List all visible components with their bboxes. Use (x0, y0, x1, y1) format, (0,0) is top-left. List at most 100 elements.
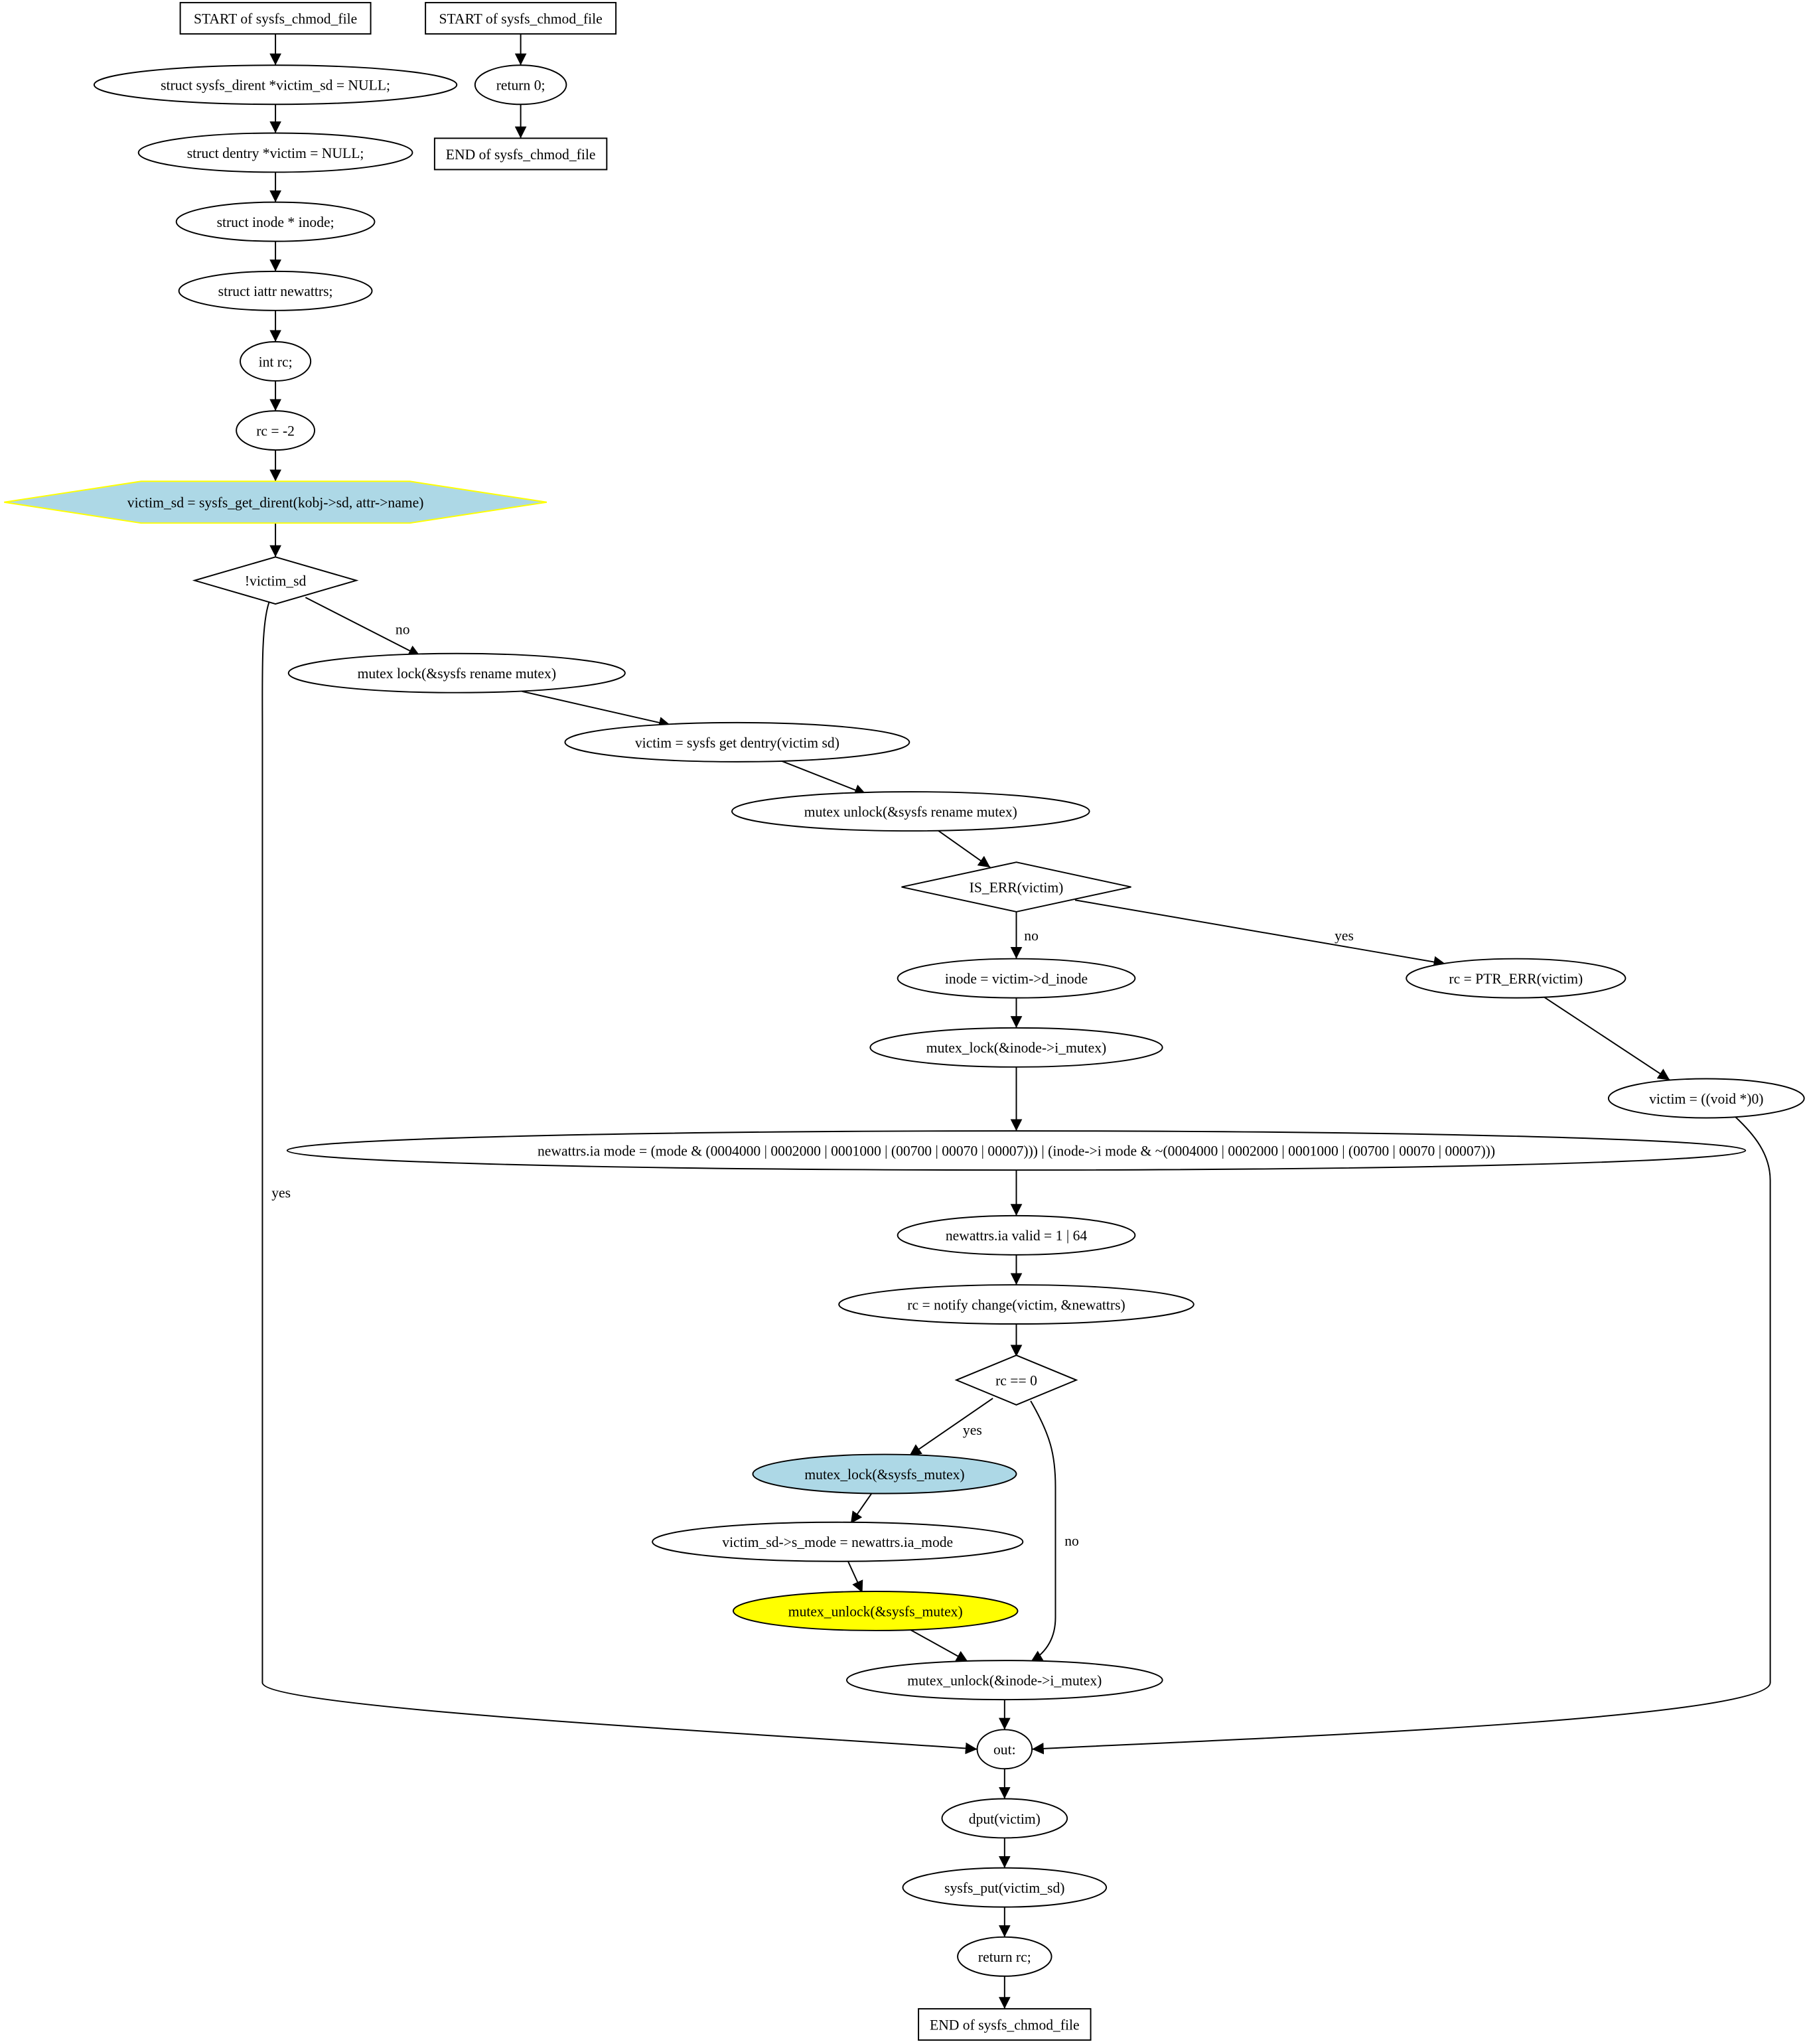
edge-arrow (1074, 899, 1446, 968)
node-n1[interactable]: struct sysfs_dirent *victim_sd = NULL; (93, 64, 458, 106)
node-n16[interactable]: newattrs.ia valid = 1 | 64 (897, 1214, 1136, 1256)
node-end2[interactable]: END of sysfs_chmod_file (433, 137, 608, 171)
ellipse-shape (1406, 958, 1626, 999)
node-n13[interactable]: mutex_lock(&inode->i_mutex) (869, 1027, 1163, 1068)
node-d2[interactable]: IS_ERR(victim) (901, 861, 1131, 913)
node-n6[interactable]: rc = -2 (236, 410, 316, 451)
edge-arrow (261, 602, 977, 1755)
ellipse-shape (93, 64, 458, 106)
node-n24[interactable]: sysfs_put(victim_sd) (902, 1867, 1108, 1908)
ellipse-shape (178, 270, 373, 311)
ellipse-shape (869, 1027, 1163, 1068)
node-label: IS_ERR(victim) (970, 879, 1064, 895)
edge-label-no: no (396, 621, 410, 637)
edge-label-yes: yes (271, 1185, 291, 1201)
node-label: newattrs.ia mode = (mode & (0004000 | 00… (538, 1143, 1495, 1159)
node-n11[interactable]: inode = victim->d_inode (897, 958, 1136, 999)
ellipse-shape (897, 1214, 1136, 1256)
hexagon-shape (4, 480, 547, 524)
edge-n12-to-n14 (1543, 995, 1670, 1081)
node-n12[interactable]: rc = PTR_ERR(victim) (1406, 958, 1626, 999)
node-label: !victim_sd (245, 573, 307, 589)
edge-n10-to-d2 (936, 829, 991, 868)
edge-arrow (1030, 1400, 1056, 1662)
node-n9[interactable]: victim = sysfs get dentry(victim sd) (564, 721, 910, 763)
node-label: END of sysfs_chmod_file (446, 147, 596, 163)
node-n2[interactable]: struct dentry *victim = NULL; (137, 132, 413, 173)
edge-arrow (1543, 995, 1670, 1081)
node-label: victim = sysfs get dentry(victim sd) (635, 735, 839, 751)
node-label: return rc; (978, 1949, 1031, 1965)
edge-arrow (908, 1398, 993, 1457)
node-n3[interactable]: struct inode * inode; (175, 201, 376, 242)
node-n4[interactable]: struct iattr newattrs; (178, 270, 373, 311)
edge-arrow (850, 1493, 873, 1524)
ellipse-shape (137, 132, 413, 173)
node-n23[interactable]: dput(victim) (941, 1798, 1068, 1839)
node-n14[interactable]: victim = ((void *)0) (1607, 1078, 1805, 1119)
edge-n18-to-n19 (850, 1493, 873, 1524)
ellipse-shape (838, 1284, 1194, 1325)
node-label: mutex_lock(&inode->i_mutex) (926, 1040, 1106, 1056)
edge-arrow (1032, 1116, 1771, 1755)
node-d1[interactable]: !victim_sd (192, 556, 359, 605)
node-label: rc = notify change(victim, &newattrs) (907, 1297, 1125, 1313)
edge-d2-to-n12: yes (1074, 899, 1446, 968)
node-n20[interactable]: mutex_unlock(&sysfs_mutex) (733, 1590, 1019, 1631)
node-n22[interactable]: out: (976, 1729, 1033, 1770)
node-n7[interactable]: victim_sd = sysfs_get_dirent(kobj->sd, a… (4, 480, 547, 524)
node-n25[interactable]: return rc; (957, 1936, 1052, 1977)
node-n18[interactable]: mutex_lock(&sysfs_mutex) (752, 1453, 1017, 1495)
edge-label-no: no (1064, 1533, 1079, 1549)
edge-d2-to-n11: no (1010, 911, 1039, 959)
ellipse-shape (564, 721, 910, 763)
node-label: struct dentry *victim = NULL; (187, 145, 364, 161)
node-n17[interactable]: rc = notify change(victim, &newattrs) (838, 1284, 1194, 1325)
node-end1[interactable]: END of sysfs_chmod_file (918, 2008, 1092, 2041)
edge-arrow (522, 690, 671, 729)
node-label: struct iattr newattrs; (218, 283, 333, 299)
ellipse-shape (941, 1798, 1068, 1839)
edge-n9-to-n10 (780, 759, 867, 796)
ellipse-shape (733, 1590, 1019, 1631)
node-label: inode = victim->d_inode (945, 971, 1088, 987)
ellipse-shape (731, 791, 1090, 832)
node-label: END of sysfs_chmod_file (930, 2017, 1080, 2033)
edge-arrow (780, 759, 867, 796)
ellipse-shape (1607, 1078, 1805, 1119)
edge-arrow (305, 597, 421, 657)
node-n10[interactable]: mutex unlock(&sysfs rename mutex) (731, 791, 1090, 832)
node-label: mutex_unlock(&inode->i_mutex) (907, 1672, 1102, 1688)
node-label: int rc; (259, 354, 293, 370)
edge-d3-to-n21: no (1030, 1400, 1079, 1662)
node-start1[interactable]: START of sysfs_chmod_file (179, 1, 372, 35)
node-label: mutex unlock(&sysfs rename mutex) (804, 804, 1017, 820)
node-ret0[interactable]: return 0; (474, 64, 567, 106)
ellipse-shape (287, 652, 626, 694)
node-d3[interactable]: rc == 0 (954, 1354, 1078, 1406)
node-n5[interactable]: int rc; (240, 340, 312, 382)
node-label: rc = PTR_ERR(victim) (1449, 971, 1583, 987)
box-shape (425, 1, 617, 35)
node-n21[interactable]: mutex_unlock(&inode->i_mutex) (846, 1660, 1163, 1701)
node-label: victim_sd->s_mode = newattrs.ia_mode (722, 1534, 953, 1550)
ellipse-shape (652, 1521, 1024, 1562)
node-label: struct inode * inode; (217, 214, 334, 230)
edge-n19-to-n20 (847, 1561, 863, 1593)
ellipse-shape (957, 1936, 1052, 1977)
ellipse-shape (976, 1729, 1033, 1770)
node-start2[interactable]: START of sysfs_chmod_file (425, 1, 617, 35)
node-n15[interactable]: newattrs.ia mode = (mode & (0004000 | 00… (286, 1130, 1747, 1171)
ellipse-shape (902, 1867, 1108, 1908)
edge-label-yes: yes (1335, 928, 1354, 944)
edge-d3-to-n18: yes (908, 1398, 993, 1457)
node-label: return 0; (496, 78, 545, 94)
node-n8[interactable]: mutex lock(&sysfs rename mutex) (287, 652, 626, 694)
edge-arrow (847, 1561, 863, 1593)
node-n19[interactable]: victim_sd->s_mode = newattrs.ia_mode (652, 1521, 1024, 1562)
node-label: START of sysfs_chmod_file (439, 11, 602, 27)
node-label: newattrs.ia valid = 1 | 64 (946, 1228, 1088, 1244)
node-label: rc = -2 (256, 423, 295, 439)
edge-d1-to-n8: no (305, 597, 421, 657)
box-shape (179, 1, 372, 35)
